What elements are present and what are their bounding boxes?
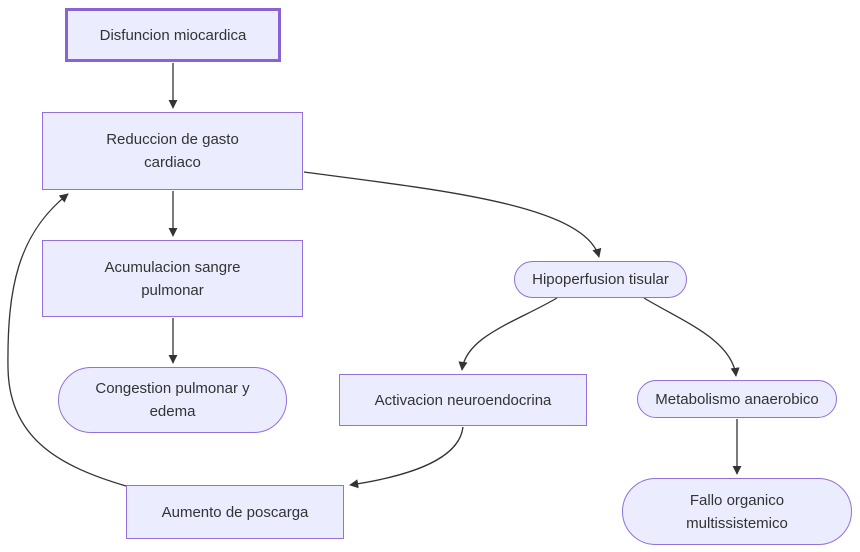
node-label: Fallo organico multissistemico	[686, 491, 788, 532]
node-fallo-organico-multissistemico: Fallo organico multissistemico	[622, 478, 852, 545]
node-label: Metabolismo anaerobico	[655, 390, 819, 408]
node-reduccion-gasto-cardiaco: Reduccion de gasto cardiaco	[42, 112, 303, 190]
node-label: Aumento de poscarga	[161, 503, 309, 521]
node-disfuncion-miocardica: Disfuncion miocardica	[65, 8, 281, 62]
node-metabolismo-anaerobico: Metabolismo anaerobico	[637, 380, 837, 418]
node-label: Disfuncion miocardica	[99, 26, 247, 44]
edge-activacion-to-aumento	[349, 426, 464, 489]
edge-hipoperfusion-to-metabolismo	[643, 297, 740, 377]
node-label: Reduccion de gasto cardiaco	[106, 131, 239, 171]
node-label: Hipoperfusion tisular	[532, 271, 669, 288]
edge-reduccion-to-hipoperfusion	[303, 171, 602, 258]
edge-hipoperfusion-to-activacion	[458, 297, 558, 371]
node-congestion-pulmonar-edema: Congestion pulmonar y edema	[58, 367, 287, 433]
node-hipoperfusion-tisular: Hipoperfusion tisular	[514, 261, 687, 298]
node-label: Congestion pulmonar y edema	[95, 380, 250, 420]
node-aumento-de-poscarga: Aumento de poscarga	[126, 485, 344, 539]
node-label: Acumulacion sangre pulmonar	[104, 258, 241, 299]
node-label: Activacion neuroendocrina	[374, 391, 552, 409]
node-acumulacion-sangre-pulmonar: Acumulacion sangre pulmonar	[42, 240, 303, 317]
edge-aumento-to-reduccion	[7, 193, 127, 487]
node-activacion-neuroendocrina: Activacion neuroendocrina	[339, 374, 587, 426]
